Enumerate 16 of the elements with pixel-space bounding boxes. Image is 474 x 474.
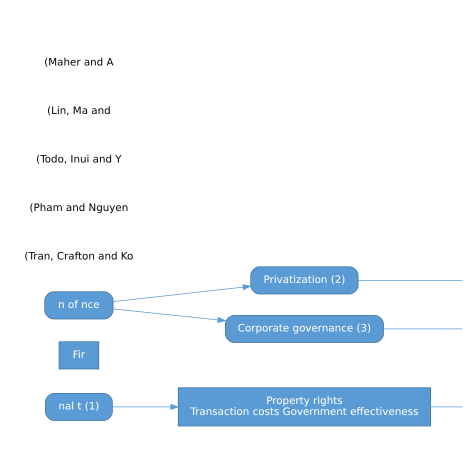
node-box: Fir — [58, 340, 100, 369]
node-box: Privatization (2) — [250, 266, 359, 294]
label: (Lin, Ma and — [47, 104, 111, 116]
connector — [383, 328, 463, 329]
connector — [430, 406, 463, 407]
node-box: n of nce — [44, 290, 114, 319]
node-box: Property rights Transaction costs Government effectiveness — [178, 386, 431, 426]
label: (Pham and Nguyen — [30, 201, 128, 214]
label: (Maher and A — [44, 56, 114, 68]
label: (Tran, Crafton and Ko — [24, 250, 134, 262]
arrow — [112, 284, 252, 302]
arrow — [112, 308, 226, 322]
node-box: Corporate governance (3) — [224, 314, 384, 342]
arrow — [112, 403, 180, 410]
node-box: nal t (1) — [45, 392, 113, 420]
label: (Todo, Inui and Y — [36, 152, 122, 165]
